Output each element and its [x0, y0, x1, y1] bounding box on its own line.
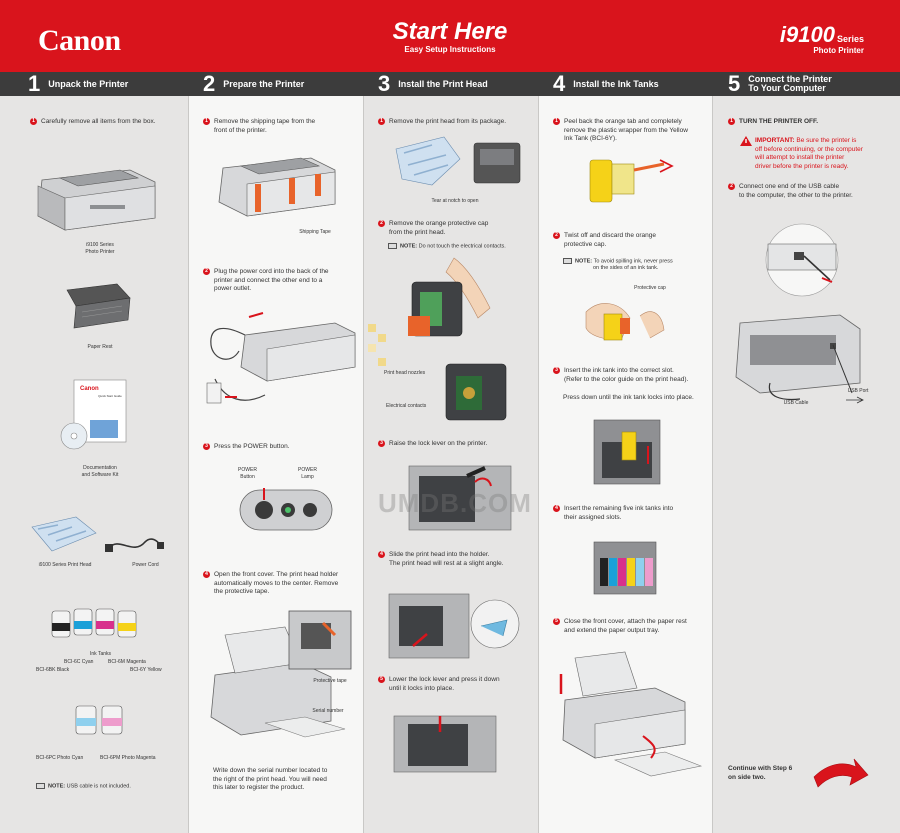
remove-cap-illustration: [408, 257, 491, 337]
column-step-3: [363, 96, 538, 833]
protective-tape-label: Protective tape: [313, 678, 347, 684]
computer-usb-illustration: [765, 223, 839, 297]
print-head-label: i9100 Series Print Head: [38, 562, 92, 568]
electrical-contacts-label: Electrical contacts: [386, 403, 427, 409]
shipping-tape-label: Shipping Tape: [299, 229, 331, 235]
bci6c-label: BCI-6C Cyan: [64, 659, 94, 665]
model-subtitle: Photo Printer: [813, 46, 864, 55]
power-cord-label: Power Cord: [132, 562, 159, 568]
page-title: Start Here: [392, 18, 508, 45]
printer-usb-port-illustration: [735, 314, 861, 401]
print-head-package-open-illustration: [395, 136, 521, 186]
paper-rest-label: Paper Rest: [87, 344, 113, 350]
ink-tanks-illustration: [51, 608, 137, 638]
power-cord-connection-illustration: [206, 312, 356, 404]
usb-symbol-icon: [846, 396, 864, 404]
lower-lever-illustration: [393, 715, 497, 773]
col1-note: NOTE: USB cable is not included.: [36, 783, 131, 790]
bci6pm-label: BCI-6PM Photo Magenta: [100, 755, 156, 761]
continue-arrow-icon: [813, 758, 869, 788]
documentation-kit-illustration: Canon: [60, 379, 127, 450]
slide-print-head-illustration: [388, 593, 520, 659]
svg-text:Canon: Canon: [80, 386, 99, 392]
col4-step-3-press: Press down until the ink tank locks into…: [563, 394, 694, 401]
tear-notch-label: Tear at notch to open: [431, 198, 479, 204]
close-cover-illustration: [559, 651, 703, 777]
watermark: UMDB.COM: [378, 488, 532, 518]
usb-cable-label: USB Cable: [783, 400, 809, 406]
insert-tank-illustration: [593, 419, 661, 485]
shipping-tape-illustration: [218, 157, 336, 217]
lock-lever-illustration: [408, 465, 512, 531]
bci6bk-label: BCI-6BK Black: [36, 667, 70, 673]
col3-note: NOTE: Do not touch the electrical contac…: [388, 243, 506, 250]
booklet-title: Quick Start Guide: [98, 394, 122, 398]
photo-ink-tanks-illustration: [75, 705, 123, 735]
bci6m-label: BCI-6M Magenta: [108, 659, 146, 665]
peel-wrapper-illustration: [589, 159, 674, 203]
open-cover-illustration: [210, 610, 352, 738]
page-subtitle: Easy Setup Instructions: [404, 45, 496, 54]
step-bar: [0, 72, 900, 96]
header-banner: Canon Start Here Easy Setup Instructions…: [0, 0, 900, 72]
ink-tanks-label: Ink Tanks: [90, 651, 112, 657]
power-cord-illustration: [105, 538, 164, 552]
serial-number-label: Serial number: [312, 708, 344, 714]
twist-cap-illustration: [585, 303, 665, 341]
bci6pc-label: BCI-6PC Photo Cyan: [36, 755, 84, 761]
print-head-detail-illustration: [445, 363, 507, 421]
remaining-tanks-illustration: [593, 541, 657, 595]
print-head-nozzles-label: Print head nozzles: [384, 370, 426, 376]
power-panel-illustration: [239, 488, 333, 531]
print-head-package-illustration: [31, 516, 97, 552]
printer-illustration: [37, 169, 156, 231]
usb-port-label: USB Port: [847, 388, 869, 394]
warning-icon: [740, 136, 752, 146]
canon-logo: Canon: [38, 24, 121, 57]
decorative-squares: [368, 324, 386, 366]
col4-note: NOTE: To avoid spilling ink, never press…: [563, 258, 673, 272]
protective-cap-label: Protective cap: [634, 285, 666, 291]
paper-rest-illustration: [66, 283, 131, 329]
column-step-5: [712, 96, 900, 833]
bci6y-label: BCI-6Y Yellow: [130, 667, 162, 673]
